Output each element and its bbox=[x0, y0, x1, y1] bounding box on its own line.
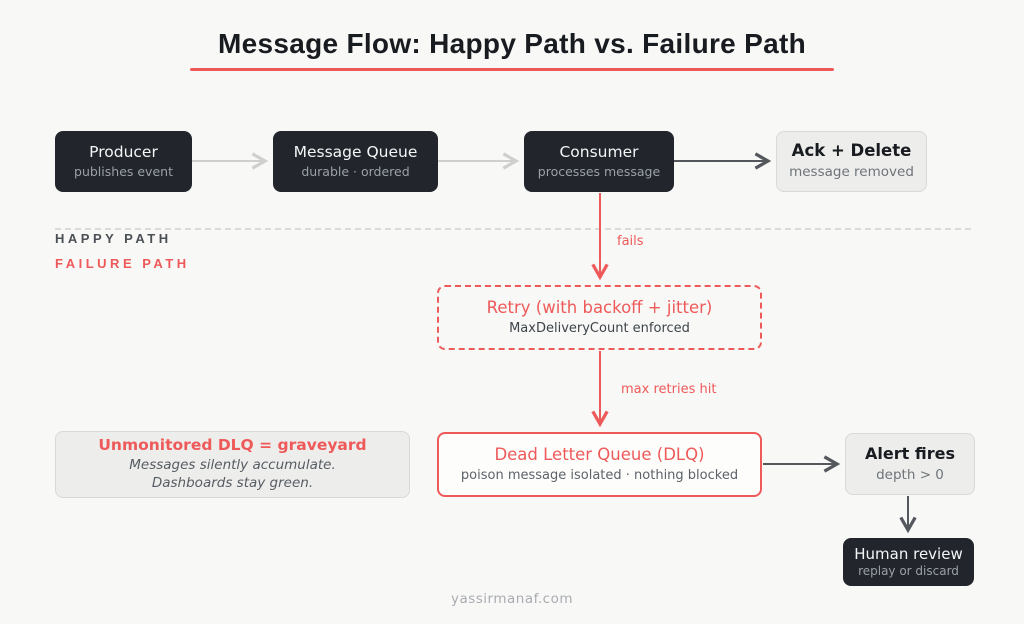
node-subtitle: message removed bbox=[789, 164, 914, 181]
node-dlq: Dead Letter Queue (DLQ) poison message i… bbox=[437, 432, 762, 497]
footer-watermark: yassirmanaf.com bbox=[450, 591, 574, 607]
diagram-title: Message Flow: Happy Path vs. Failure Pat… bbox=[217, 28, 806, 59]
failure-path-label: FAILURE PATH bbox=[55, 256, 190, 271]
lane-divider bbox=[55, 228, 971, 230]
node-subtitle: poison message isolated · nothing blocke… bbox=[460, 467, 739, 483]
node-title: Consumer bbox=[559, 142, 639, 161]
node-alert: Alert fires depth > 0 bbox=[845, 433, 975, 495]
node-human-review: Human review replay or discard bbox=[843, 538, 974, 586]
node-message-queue: Message Queue durable · ordered bbox=[273, 131, 438, 192]
edge-label-max-retries: max retries hit bbox=[621, 382, 717, 397]
node-title: Alert fires bbox=[865, 444, 955, 464]
node-title: Producer bbox=[89, 142, 158, 161]
node-ack-delete: Ack + Delete message removed bbox=[776, 131, 927, 192]
warning-line1: Messages silently accumulate. bbox=[129, 457, 336, 474]
node-subtitle: MaxDeliveryCount enforced bbox=[509, 320, 690, 336]
node-subtitle: replay or discard bbox=[858, 563, 959, 578]
node-consumer: Consumer processes message bbox=[524, 131, 674, 192]
title-underline bbox=[190, 68, 834, 71]
node-producer: Producer publishes event bbox=[55, 131, 192, 192]
node-retry: Retry (with backoff + jitter) MaxDeliver… bbox=[437, 285, 762, 350]
node-subtitle: depth > 0 bbox=[876, 466, 944, 483]
happy-path-label: HAPPY PATH bbox=[55, 231, 172, 246]
warning-line2: Dashboards stay green. bbox=[151, 475, 314, 492]
edge-label-fails: fails bbox=[617, 234, 644, 249]
warning-title: Unmonitored DLQ = graveyard bbox=[98, 436, 367, 455]
node-dlq-warning: Unmonitored DLQ = graveyard Messages sil… bbox=[55, 431, 410, 498]
node-title: Ack + Delete bbox=[791, 141, 912, 161]
node-subtitle: publishes event bbox=[74, 164, 173, 180]
node-title: Human review bbox=[854, 544, 963, 563]
node-title: Retry (with backoff + jitter) bbox=[486, 297, 713, 317]
node-subtitle: durable · ordered bbox=[301, 164, 410, 180]
node-subtitle: processes message bbox=[537, 164, 661, 180]
node-title: Message Queue bbox=[293, 142, 418, 161]
node-title: Dead Letter Queue (DLQ) bbox=[494, 444, 705, 464]
